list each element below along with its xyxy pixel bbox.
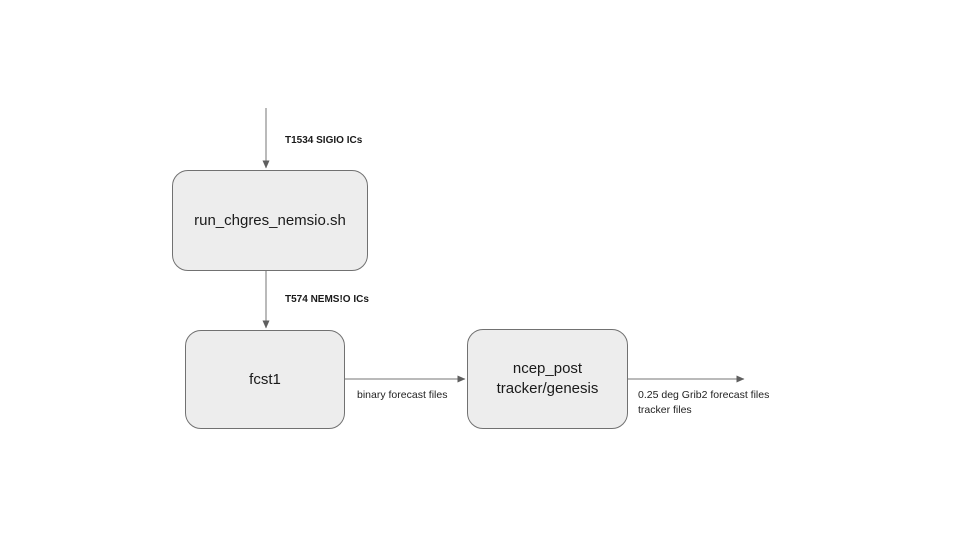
edge-label-binary-forecast-files: binary forecast files (357, 389, 448, 401)
edge-label-t1534-sigio-ics: T1534 SIGIO ICs (285, 135, 363, 146)
node-fcst1-label: fcst1 (249, 370, 281, 388)
node-ncep-post-tracker-genesis: ncep_post tracker/genesis (467, 329, 628, 429)
node-run-chgres-nemsio: run_chgres_nemsio.sh (172, 170, 368, 271)
node-ncep-post-tracker-genesis-label: ncep_post tracker/genesis (496, 360, 599, 397)
edge-label-t574-nemsio-ics: T574 NEMS!O ICs (285, 294, 369, 305)
node-fcst1: fcst1 (185, 330, 345, 429)
node-run-chgres-nemsio-label: run_chgres_nemsio.sh (194, 211, 346, 229)
edge-label-grib2-outputs: 0.25 deg Grib2 forecast files tracker fi… (638, 389, 770, 416)
